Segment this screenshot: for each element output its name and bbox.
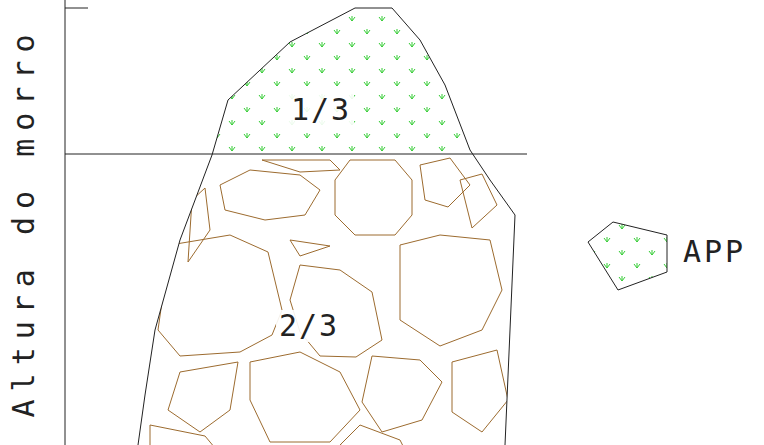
third-line — [65, 154, 527, 155]
legend-swatch — [588, 222, 667, 290]
fraction-label: 1/3 — [288, 94, 354, 126]
height-axis — [65, 0, 66, 445]
legend-text: APP — [683, 237, 746, 267]
rock-region — [150, 158, 508, 445]
axis-tick — [65, 8, 88, 9]
axis-label: Altura do morro — [9, 27, 39, 418]
fraction-label: 2/3 — [276, 310, 342, 342]
app-region — [0, 0, 764, 154]
hill-outline — [138, 8, 515, 445]
